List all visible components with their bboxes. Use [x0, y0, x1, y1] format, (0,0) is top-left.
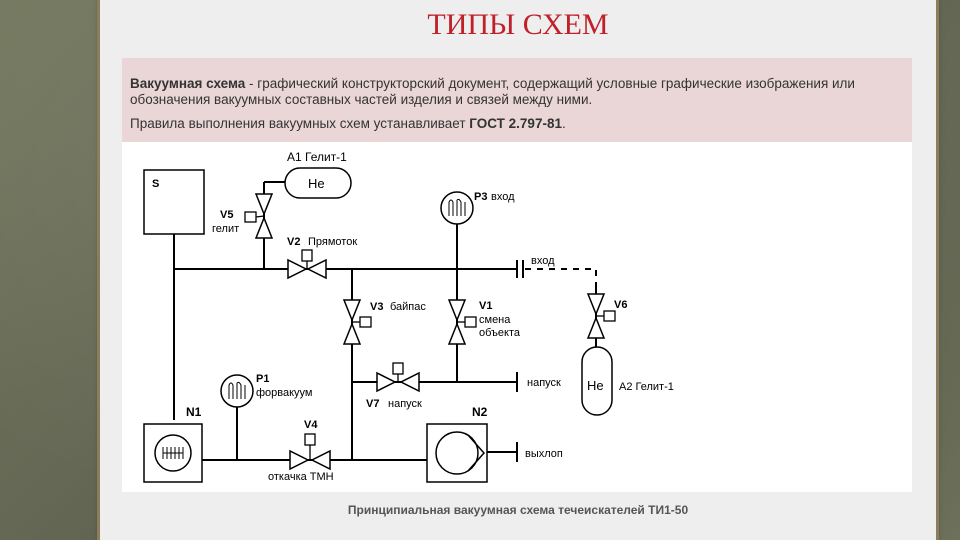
rule-suffix: . [561, 116, 566, 131]
definition-box: Вакуумная схема - графический конструкто… [122, 58, 912, 142]
V1-desc-1: смена [479, 314, 511, 326]
A1-he-label: Не [308, 176, 325, 191]
V5-valve [244, 193, 274, 239]
A2-vessel [581, 346, 613, 416]
V5-desc: гелит [212, 223, 239, 235]
S-label: S [152, 178, 159, 190]
inlet-flange [516, 260, 524, 278]
diagram-caption: Принципиальная вакуумная схема течеискат… [347, 503, 689, 517]
V2-label: V2 [287, 236, 300, 248]
V3-desc: байпас [390, 301, 426, 313]
P3-gauge [440, 191, 474, 225]
V5-label: V5 [220, 209, 233, 221]
P3-label: P3 [474, 191, 487, 203]
V3-valve [342, 299, 372, 345]
A2-label: А2 Гелит-1 [619, 381, 674, 393]
inlet-label: вход [531, 255, 555, 267]
P3-desc: вход [491, 191, 515, 203]
rule-standard: ГОСТ 2.797-81 [469, 116, 562, 131]
V2-valve [287, 249, 327, 280]
slide-title: ТИПЫ СХЕМ [427, 8, 609, 41]
exhaust-label: выхлоп [525, 448, 563, 460]
diagram-canvas [122, 142, 912, 492]
V1-label: V1 [479, 300, 492, 312]
V4-valve [289, 433, 331, 471]
N2-pump [426, 423, 488, 483]
rule-text: Правила выполнения вакуумных схем устана… [130, 116, 890, 131]
V6-label: V6 [614, 299, 627, 311]
V7-valve [376, 362, 420, 393]
slide: ТИПЫ СХЕМ Вакуумная схема - графический … [100, 0, 936, 540]
P1-desc: форвакуум [256, 387, 313, 399]
P1-label: P1 [256, 373, 269, 385]
V1-valve [447, 299, 477, 345]
N2-label: N2 [472, 405, 488, 419]
S-box [143, 169, 205, 235]
A1-vessel [284, 167, 352, 199]
V7-label: V7 [366, 398, 379, 410]
napusk-label: напуск [527, 377, 561, 389]
A2-he-label: Не [587, 378, 604, 393]
A1-label: А1 Гелит-1 [287, 150, 347, 164]
V1-desc-2: объекта [479, 327, 521, 339]
V7-desc: напуск [388, 398, 422, 410]
N1-pump [143, 423, 203, 483]
V6-valve [586, 293, 616, 339]
V4-label: V4 [304, 419, 318, 431]
definition-body: - графический конструкторский документ, … [130, 76, 855, 107]
rule-prefix: Правила выполнения вакуумных схем устана… [130, 116, 470, 131]
definition-term: Вакуумная схема [130, 76, 246, 91]
V3-label: V3 [370, 301, 383, 313]
P1-gauge [220, 374, 254, 408]
N1-label: N1 [186, 405, 202, 419]
V2-desc: Прямоток [308, 236, 357, 248]
vacuum-schematic: S Не А1 Гелит-1 V5 гелит V2 Прямоток P3 … [122, 142, 912, 492]
V4-desc: откачка ТМН [268, 471, 334, 483]
definition-text: Вакуумная схема - графический конструкто… [130, 76, 890, 107]
